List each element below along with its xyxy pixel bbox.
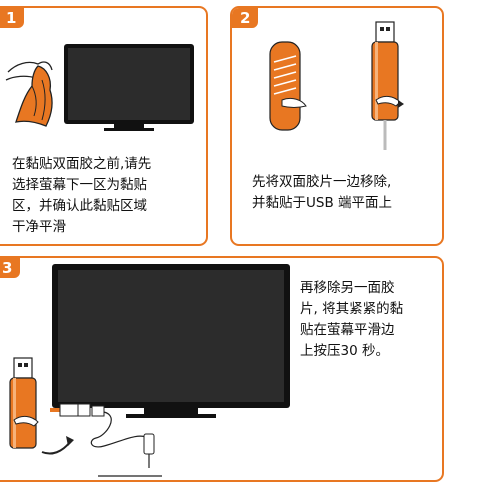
step-1-instruction: 在黏贴双面胶之前,请先 选择萤幕下一区为黏贴 区，并确认此黏贴区域 干净平滑 (12, 156, 152, 235)
monitor-icon (52, 264, 290, 418)
monitor-icon (64, 44, 194, 131)
step-3-instruction: 再移除另一面胶 片, 将其紧紧的黏 贴在萤幕平滑边 上按压30 秒。 (300, 280, 404, 359)
usb-stick-icon (371, 21, 404, 150)
step-3-number: 3 (0, 258, 21, 278)
step-2-instruction: 先将双面胶片一边移除, 并黏贴于USB 端平面上 (252, 174, 393, 211)
step-1-number: 1 (0, 8, 25, 28)
usb-stick-icon (9, 357, 39, 449)
step-2-number: 2 (232, 8, 259, 28)
step-1-panel: 1 在黏贴双面胶之前,请先 选择萤幕下一区为黏贴 区，并确认此黏贴区域 干净平滑 (0, 6, 208, 246)
curved-arrow-icon (41, 436, 74, 455)
usb-cable-icon (50, 403, 162, 477)
step-3-panel: 3 再移除另一面胶 片, 将其紧紧的黏 贴在萤幕平滑边 上按压30 秒。 (0, 256, 444, 482)
cleaning-cloth-icon (5, 61, 53, 127)
step-2-panel: 2 先将双面胶片一边移除, 并黏贴于USB 端平面上 (230, 6, 444, 246)
double-sided-tape-icon (269, 41, 307, 131)
